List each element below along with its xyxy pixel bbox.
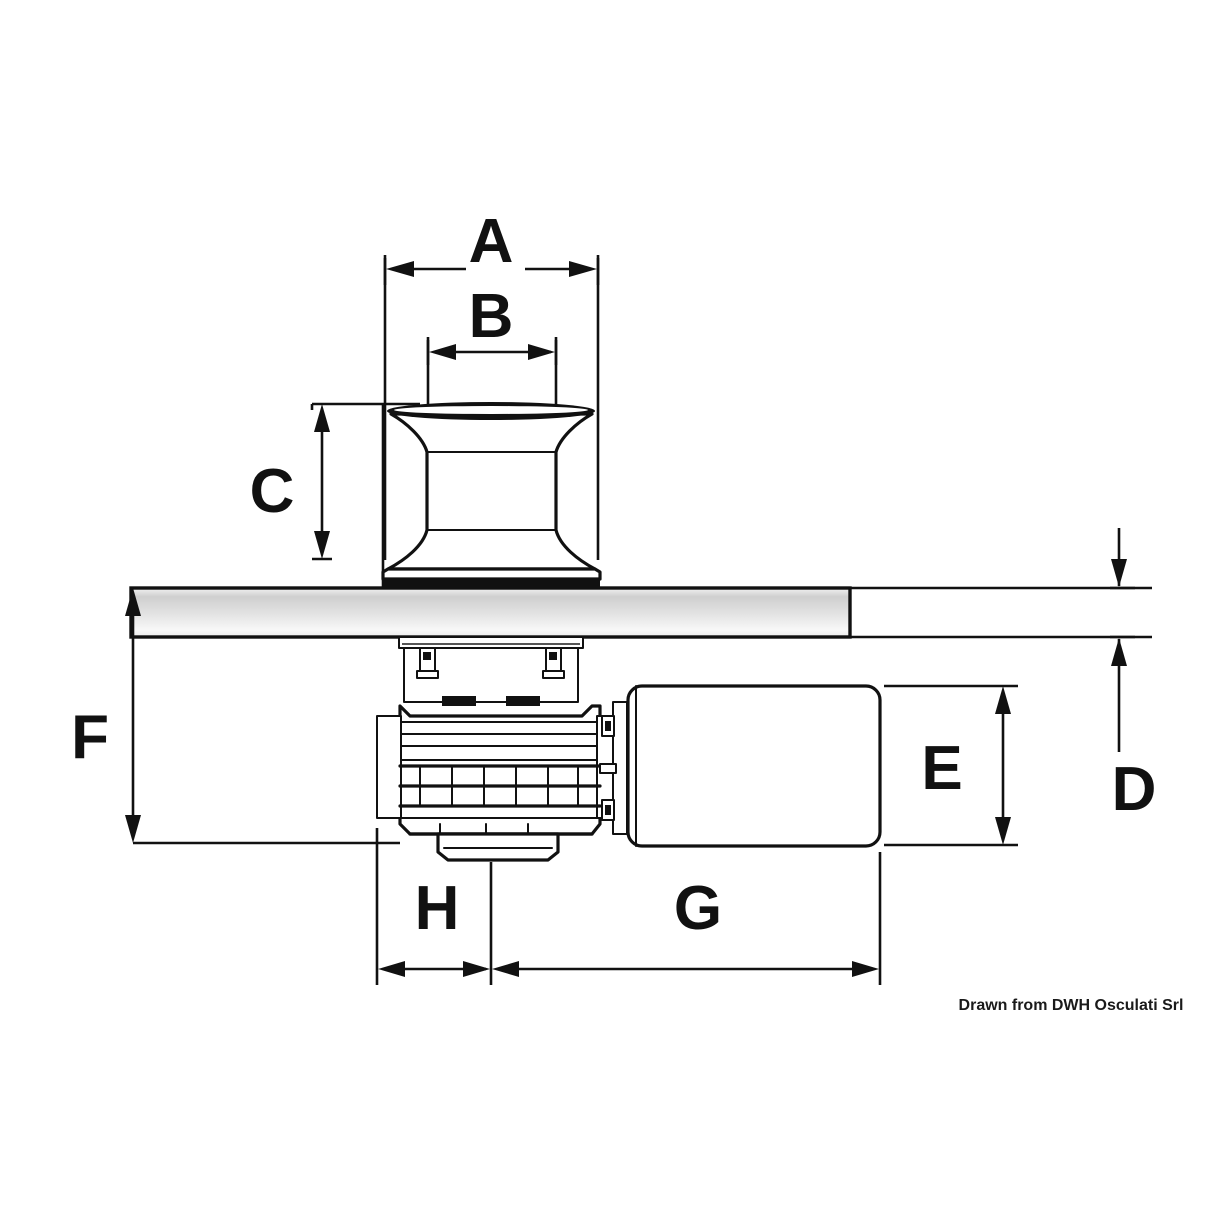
bolt-detail-left (416, 647, 439, 679)
credit-attribution: Drawn from DWH Osculati Srl (959, 997, 1184, 1014)
bolt-detail-right (542, 647, 565, 679)
deck-plate-group (129, 586, 852, 639)
mounting-flange (398, 636, 584, 649)
dim-c-arrow-bottom (314, 531, 330, 559)
motor-group (599, 684, 882, 848)
below-deck-housing-group (398, 636, 584, 706)
dimension-h-group: H (378, 874, 490, 977)
dim-label-d: D (1112, 755, 1157, 824)
motor-coupling-lug-bottom-hole (605, 805, 611, 815)
dim-b-arrow-right (528, 344, 555, 360)
gearbox-cap-left (442, 696, 476, 706)
dim-h-arrow-right (463, 961, 490, 977)
drum-base-skirt (381, 567, 602, 581)
gearbox-group (376, 704, 616, 862)
dimension-c-group: C (250, 404, 332, 561)
dim-c-arrow-top (314, 404, 330, 432)
dimension-b-group: B (426, 282, 558, 365)
dimension-d-group: D (1110, 528, 1156, 824)
dim-label-e: E (921, 734, 962, 803)
motor-coupling-lug-top-hole (605, 721, 611, 731)
gearbox-shell (398, 704, 602, 836)
dimension-g-group: G (492, 874, 879, 977)
dim-g-arrow-right (852, 961, 879, 977)
dim-label-h: H (415, 874, 460, 943)
dim-f-arrow-bottom (125, 815, 141, 843)
gearbox-vent-grid (398, 764, 602, 808)
dim-a-arrow-right (569, 261, 597, 277)
dim-b-arrow-left (429, 344, 456, 360)
dimension-e-group: E (921, 686, 1011, 845)
deck-plate (129, 586, 852, 639)
dimension-f-group: F (71, 588, 141, 843)
dim-label-c: C (250, 457, 295, 526)
bolt-right-nut (542, 670, 565, 679)
capstan-drum-group (381, 402, 602, 587)
dim-a-arrow-left (386, 261, 414, 277)
dim-e-arrow-top (995, 686, 1011, 714)
dim-label-a: A (469, 207, 514, 276)
dim-d-arrow-up (1111, 638, 1127, 666)
gearbox-cap-right (506, 696, 540, 706)
dimension-a-group: A (383, 207, 600, 285)
bolt-right-head (549, 652, 557, 660)
dim-label-b: B (469, 282, 514, 351)
bolt-left-nut (416, 670, 439, 679)
dim-label-f: F (71, 703, 109, 772)
drum-base-dark-band (383, 580, 600, 587)
gearbox-end-plate-left (376, 715, 402, 819)
dim-g-arrow-left (492, 961, 519, 977)
dim-d-arrow-down (1111, 559, 1127, 587)
gearbox-fin-bands-upper (401, 721, 598, 761)
dim-label-g: G (674, 874, 722, 943)
bolt-left-head (423, 652, 431, 660)
motor-body (626, 684, 882, 848)
dim-f-arrow-top (125, 588, 141, 616)
drum-top-rim-inner (394, 406, 588, 414)
motor-coupling-key (599, 763, 617, 774)
dim-h-arrow-left (378, 961, 405, 977)
dim-e-arrow-bottom (995, 817, 1011, 845)
